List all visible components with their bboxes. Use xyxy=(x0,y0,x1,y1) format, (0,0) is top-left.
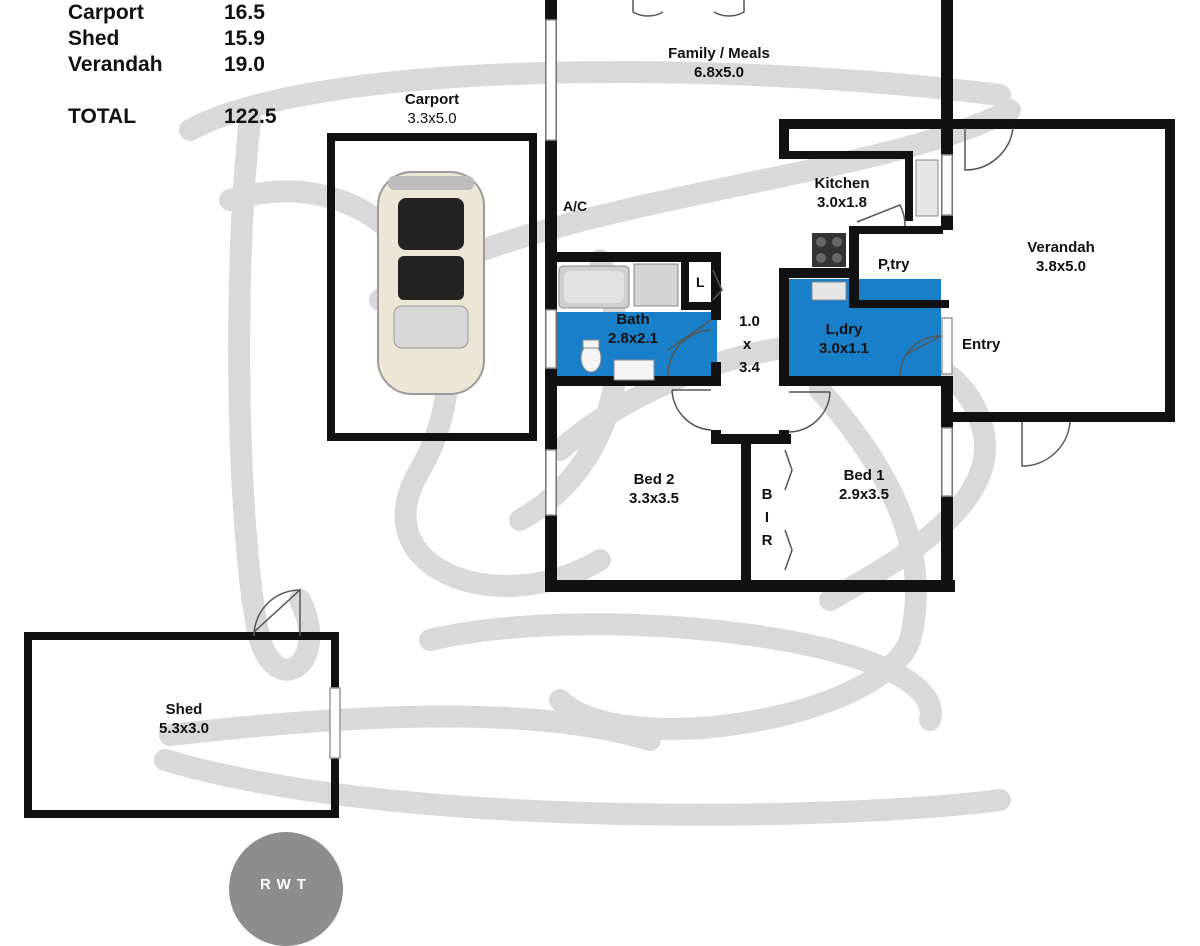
windows xyxy=(329,19,953,759)
cooktop xyxy=(812,233,846,267)
floor-plan xyxy=(24,0,1175,826)
bir-label: B I R xyxy=(760,483,774,552)
area-row-carport: Carport 16.5 xyxy=(68,0,328,26)
bir-letter: R xyxy=(761,532,773,549)
linen-label: L xyxy=(696,274,705,290)
room-dims: 2.9x3.5 xyxy=(838,486,890,503)
area-name: Shed xyxy=(68,27,120,50)
area-value: 19.0 xyxy=(224,53,265,76)
hall-length: 3.4 xyxy=(739,359,760,376)
room-dims: 5.3x3.0 xyxy=(158,720,210,737)
room-name: L,dry xyxy=(825,321,863,338)
area-name: Verandah xyxy=(68,53,163,76)
area-row-shed: Shed 15.9 xyxy=(68,26,328,52)
room-name: Shed xyxy=(165,701,203,718)
room-name: Carport xyxy=(404,91,460,108)
area-name: Carport xyxy=(68,1,144,24)
area-value: 15.9 xyxy=(224,27,265,50)
room-name: Bed 1 xyxy=(843,467,885,484)
hall-x: x xyxy=(742,336,752,353)
room-label-bath: Bath 2.8x2.1 xyxy=(608,310,658,348)
room-dims: 3.3x5.0 xyxy=(407,110,457,127)
car-icon xyxy=(377,171,485,395)
rwt-label: RWT xyxy=(260,876,312,893)
area-row-total: TOTAL 122.5 xyxy=(68,104,328,130)
room-label-bed1: Bed 1 2.9x3.5 xyxy=(839,466,889,504)
room-label-verandah: Verandah 3.8x5.0 xyxy=(1027,238,1095,276)
doors xyxy=(253,0,1071,637)
laundry-tub xyxy=(811,281,847,301)
entry-label: Entry xyxy=(962,336,1001,353)
fixtures xyxy=(558,159,939,381)
room-label-carport: Carport 3.3x5.0 xyxy=(405,90,459,128)
hallway-dims: 1.0 x 3.4 xyxy=(739,310,760,379)
room-name: Bath xyxy=(616,311,650,328)
bir-letter: B xyxy=(761,486,773,503)
total-value: 122.5 xyxy=(224,105,277,128)
hall-width: 1.0 xyxy=(739,313,760,330)
room-dims: 3.0x1.1 xyxy=(818,340,870,357)
pantry-label: P,try xyxy=(878,256,910,273)
room-dims: 3.0x1.8 xyxy=(816,194,868,211)
room-name: Kitchen xyxy=(814,175,870,192)
area-row-verandah: Verandah 19.0 xyxy=(68,52,328,78)
room-label-family: Family / Meals 6.8x5.0 xyxy=(668,44,770,82)
room-name: Family / Meals xyxy=(668,45,770,62)
shower xyxy=(633,263,679,307)
watermark xyxy=(154,61,1021,826)
room-dims: 3.3x3.5 xyxy=(628,490,680,507)
room-name: Bed 2 xyxy=(633,471,675,488)
room-label-shed: Shed 5.3x3.0 xyxy=(159,700,209,738)
total-label: TOTAL xyxy=(68,105,137,128)
ac-label: A/C xyxy=(563,198,588,214)
area-schedule: Carport 16.5 Shed 15.9 Verandah 19.0 TOT… xyxy=(68,0,328,130)
room-dims: 3.8x5.0 xyxy=(1035,258,1087,275)
bir-letter: I xyxy=(764,509,770,526)
kitchen-sink xyxy=(915,159,939,217)
room-dims: 6.8x5.0 xyxy=(693,64,745,81)
area-value: 16.5 xyxy=(224,1,265,24)
room-label-laundry: L,dry 3.0x1.1 xyxy=(819,320,869,358)
room-name: Verandah xyxy=(1027,239,1095,256)
room-label-bed2: Bed 2 3.3x3.5 xyxy=(629,470,679,508)
vanity xyxy=(613,359,655,381)
room-label-kitchen: Kitchen 3.0x1.8 xyxy=(814,174,869,212)
room-dims: 2.8x2.1 xyxy=(607,330,659,347)
